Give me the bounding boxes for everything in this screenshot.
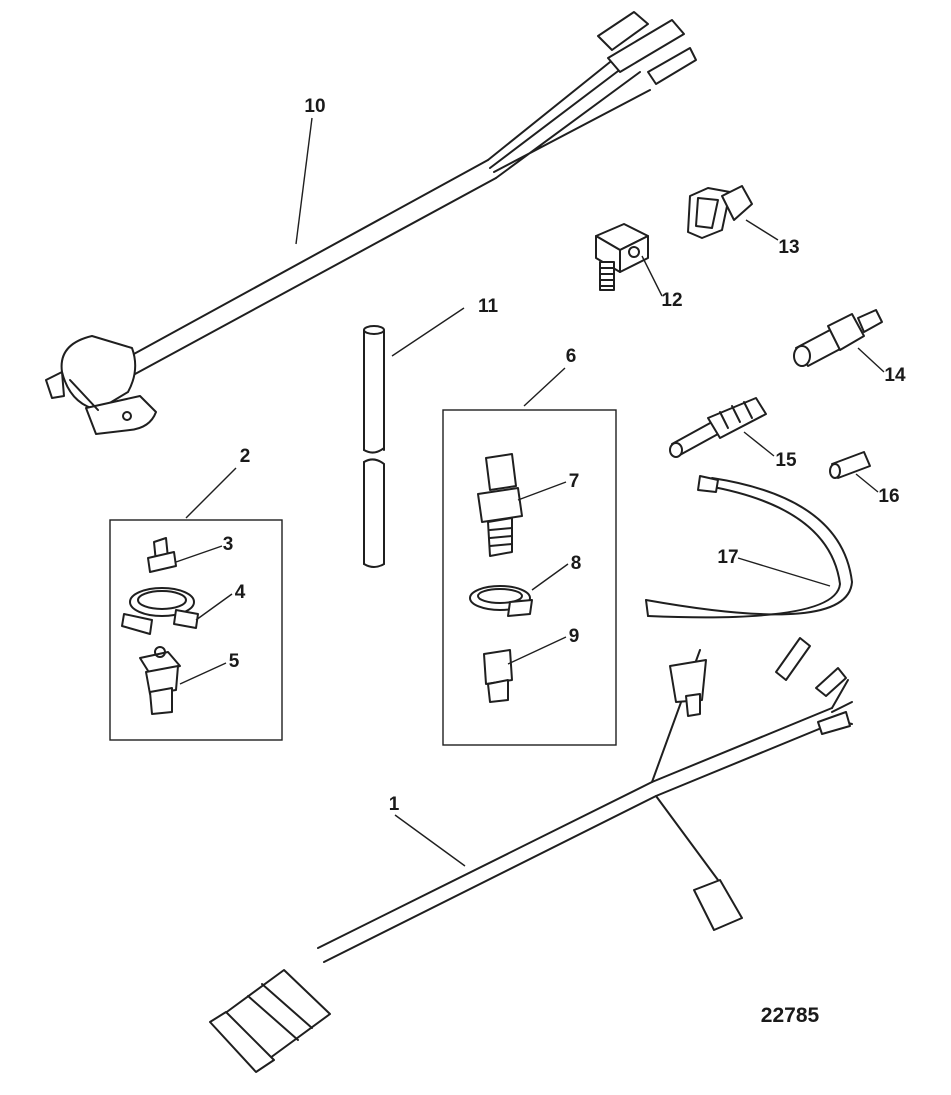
callout-11: 11 [478,296,499,317]
part-16-sleeve [829,451,871,479]
part-13-clip [687,185,753,239]
part-3-fitting [147,537,177,573]
part-7-sensor [477,453,523,557]
part-1-wiring-harness [209,637,853,1073]
callout-3: 3 [223,534,234,555]
leader-lines [175,117,885,867]
part-17-strap [645,475,853,619]
callout-17: 17 [717,547,738,568]
callout-5: 5 [229,651,240,672]
callout-labels: 1 2 3 4 5 6 7 8 9 10 11 12 13 14 15 16 1… [223,96,906,1027]
callout-4: 4 [235,582,246,603]
callout-12: 12 [661,290,682,311]
callout-6: 6 [566,346,577,367]
kit-box-2 [109,519,283,741]
part-10-sensor-harness [45,11,697,435]
part-11-hose [363,325,385,568]
part-15-connector [669,397,767,458]
callout-13: 13 [778,237,799,258]
figure-number: 22785 [761,1004,820,1027]
callout-1: 1 [389,794,400,815]
callout-2: 2 [240,446,251,467]
part-4-clamp [121,587,199,635]
part-8-clamp [469,585,533,617]
callout-7: 7 [569,471,580,492]
part-9-fitting [483,649,513,703]
callout-15: 15 [775,450,797,471]
callout-16: 16 [878,486,899,507]
callout-10: 10 [304,96,325,117]
part-5-sensor [139,646,181,715]
callout-8: 8 [571,553,582,574]
callout-14: 14 [884,365,906,386]
callout-9: 9 [569,626,580,647]
part-12-fitting [595,223,649,291]
part-14-sensor-fitting [793,309,883,367]
kit-box-6 [442,409,617,746]
